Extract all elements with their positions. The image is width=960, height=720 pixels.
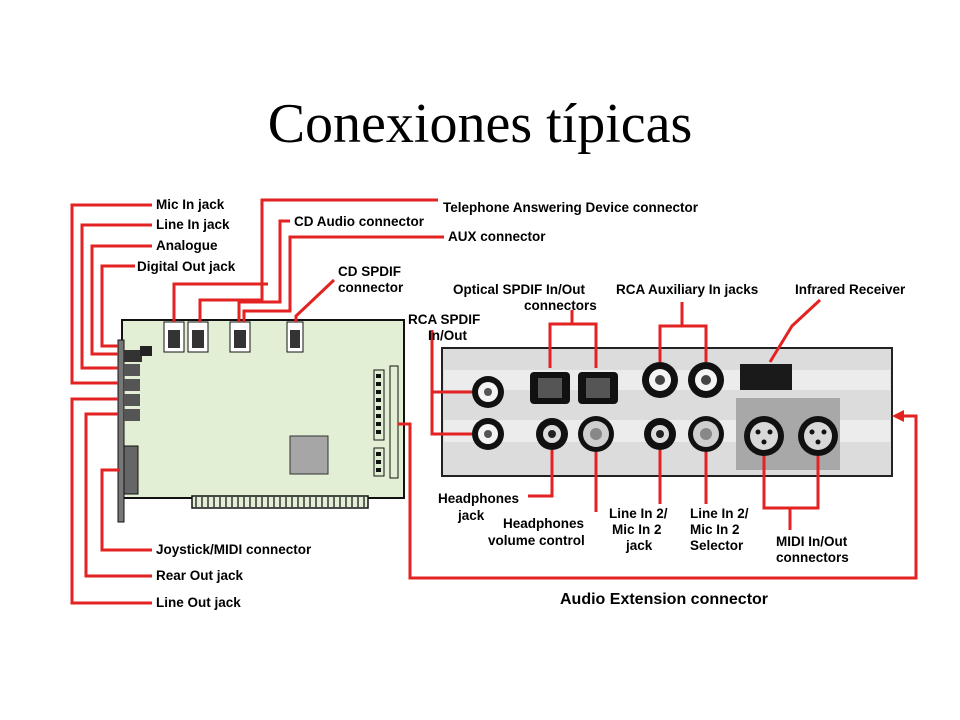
- label-rca-aux-in: RCA Auxiliary In jacks: [616, 282, 758, 297]
- label-aux-connector: AUX connector: [448, 229, 546, 244]
- label-analogue: Analogue: [156, 238, 218, 253]
- label-rear-out-jack: Rear Out jack: [156, 568, 244, 583]
- label-line-in2-jack-3: jack: [625, 538, 653, 553]
- label-line-out-jack: Line Out jack: [156, 595, 241, 610]
- label-rca-spdif-1: RCA SPDIF: [408, 312, 480, 327]
- sound-card-board: [117, 319, 405, 523]
- leader-lines: [70, 198, 918, 605]
- label-line-in-jack: Line In jack: [156, 217, 230, 232]
- labels: Mic In jack Line In jack Analogue Digita…: [137, 197, 906, 610]
- label-line-in2-jack-2: Mic In 2: [612, 522, 662, 537]
- label-digital-out-jack: Digital Out jack: [137, 259, 236, 274]
- page-title: Conexiones típicas: [267, 93, 693, 155]
- label-optical-spdif-2: connectors: [524, 298, 597, 313]
- label-cd-spdif-2: connector: [338, 280, 404, 295]
- label-joystick-midi: Joystick/MIDI connector: [156, 542, 312, 557]
- label-headphones-jack-1: Headphones: [438, 491, 519, 506]
- label-hp-volume-2: volume control: [488, 533, 585, 548]
- label-cd-audio-connector: CD Audio connector: [294, 214, 425, 229]
- label-rca-spdif-2: In/Out: [428, 328, 467, 343]
- label-headphones-jack-2: jack: [457, 508, 485, 523]
- label-line-sel-1: Line In 2/: [690, 506, 749, 521]
- label-cd-spdif-1: CD SPDIF: [338, 264, 401, 279]
- label-line-in2-jack-1: Line In 2/: [609, 506, 668, 521]
- label-tad-connector: Telephone Answering Device connector: [443, 200, 699, 215]
- label-midi-2: connectors: [776, 550, 849, 565]
- audio-extension-panel: [441, 347, 893, 477]
- label-hp-volume-1: Headphones: [503, 516, 584, 531]
- label-optical-spdif-1: Optical SPDIF In/Out: [453, 282, 586, 297]
- label-infrared-receiver: Infrared Receiver: [795, 282, 906, 297]
- label-mic-in-jack: Mic In jack: [156, 197, 225, 212]
- label-line-sel-2: Mic In 2: [690, 522, 740, 537]
- label-audio-extension: Audio Extension connector: [560, 591, 768, 608]
- label-midi-1: MIDI In/Out: [776, 534, 848, 549]
- label-line-sel-3: Selector: [690, 538, 744, 553]
